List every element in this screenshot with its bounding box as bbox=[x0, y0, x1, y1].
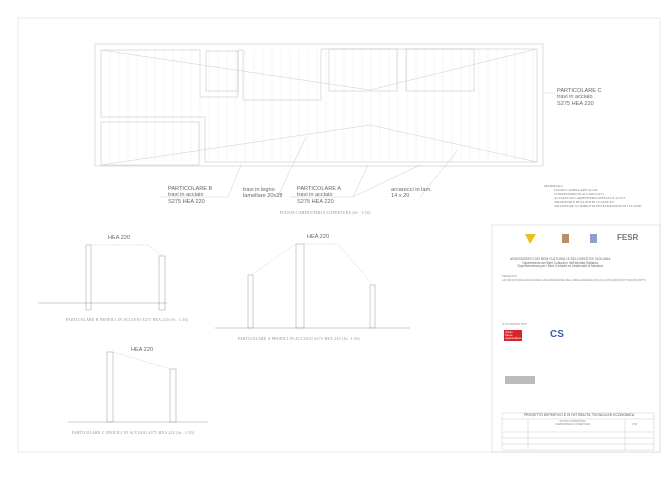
drawing-scale: 1:50 bbox=[632, 423, 638, 426]
leader-lines bbox=[160, 92, 555, 198]
mosaic-logo bbox=[505, 376, 535, 384]
sicily-logo bbox=[525, 234, 536, 244]
section-c-caption: PARTICOLARE C PROFILI IN ACCIAIO S275 HE… bbox=[72, 431, 195, 435]
cs-logo: CS bbox=[550, 329, 564, 340]
section-b-caption: PARTICOLARE B PROFILI IN ACCIAIO S275 HE… bbox=[66, 318, 189, 322]
project-label: PROGETTO: bbox=[502, 275, 518, 278]
project-title: LAVORI DI RIQUALIFICAZIONE E VALORIZZAZI… bbox=[502, 279, 646, 282]
stage-title: PROGETTO DEFINITIVO E DI FATTIBILITA' TE… bbox=[523, 413, 635, 417]
patti-crest bbox=[562, 234, 569, 243]
fesr-logo: FESR bbox=[617, 233, 639, 242]
section-b-profile: HEA 220 bbox=[108, 235, 131, 241]
coat-of-arms-logos bbox=[505, 234, 597, 384]
section-c bbox=[68, 351, 208, 423]
plan-outline bbox=[94, 43, 544, 167]
roof-ridges bbox=[100, 48, 538, 166]
section-b bbox=[38, 244, 167, 311]
plan-caption: PIANTA CARPENTERIA COPERTURA (Sc. 1:50) bbox=[280, 211, 371, 215]
section-c-profile: HEA 220 bbox=[131, 347, 154, 353]
section-a-profile: HEA 220 bbox=[307, 234, 330, 240]
rtp-label: R.T.P. PROGETTISTI bbox=[502, 323, 527, 326]
plan-interior bbox=[100, 48, 538, 163]
materials-list: MATERIALI: LEGNO LAMELLARE GL24h CONNESS… bbox=[544, 184, 642, 208]
title-block-frame bbox=[491, 224, 661, 453]
urban-future-logo: urban future organization bbox=[504, 330, 522, 341]
messina-crest bbox=[590, 234, 597, 243]
roof-plan bbox=[94, 43, 544, 167]
label-arcarecci: arcarecci in lam.14 x 20 bbox=[391, 187, 432, 200]
section-a bbox=[215, 243, 410, 329]
entity-heading: ASSESSORATO DEI BENI CULTURALI E DELL'ID… bbox=[510, 257, 611, 269]
section-a-caption: PARTICOLARE A PROFILI IN ACCIAIO S275 HE… bbox=[238, 337, 361, 341]
